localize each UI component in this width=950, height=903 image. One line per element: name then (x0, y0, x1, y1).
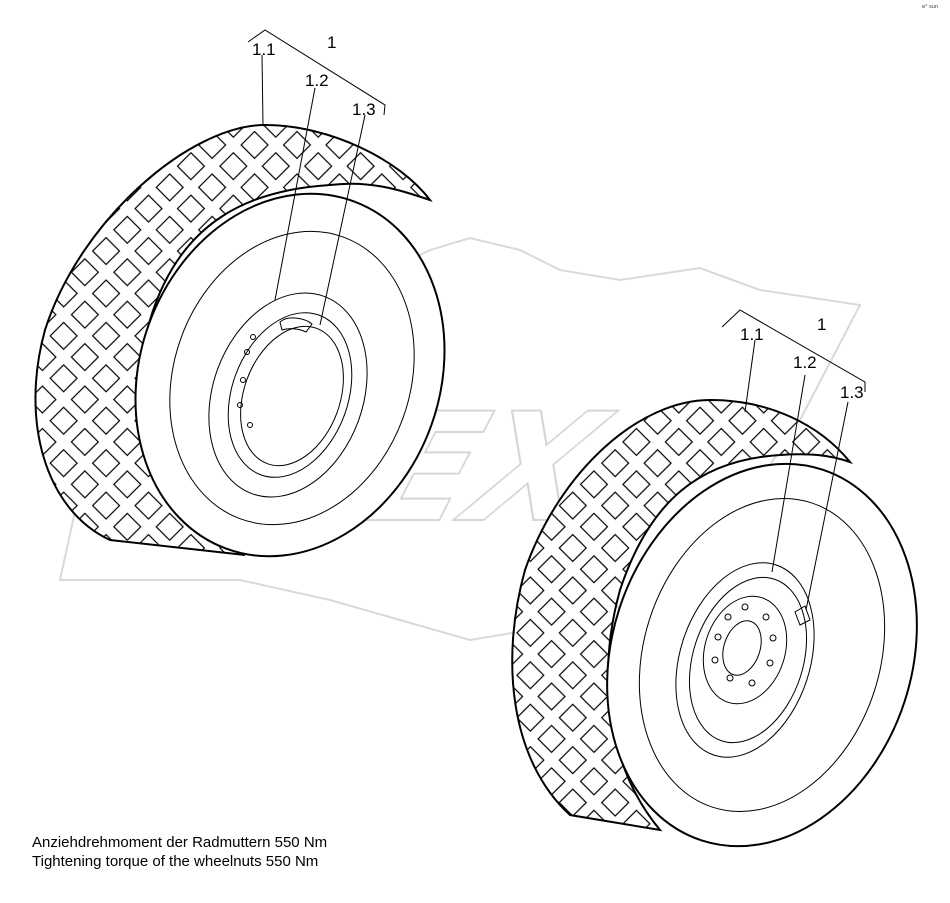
valve-right (794, 605, 811, 626)
rim-left (208, 292, 368, 498)
callout-valve-right: 1.3 (840, 383, 864, 402)
tread-pattern-right (512, 400, 850, 830)
callout-tire-left: 1.1 (252, 40, 276, 59)
corner-mark: e° sun (922, 4, 938, 10)
tire-sidewall-right (606, 462, 918, 848)
tread-pattern (35, 125, 430, 555)
wheel-right: 1 1.1 1.2 1.3 (511, 309, 918, 848)
callout-rim-left: 1.2 (305, 71, 329, 90)
wheel-left: 1 1.1 1.2 1.3 (34, 29, 446, 558)
callout-valve-left: 1.3 (352, 100, 376, 119)
valve-left (279, 317, 313, 333)
bolt-holes-left (237, 334, 256, 428)
callout-group-left: 1 (327, 33, 336, 52)
bolt-holes-right (711, 603, 777, 687)
rim-right (675, 562, 815, 758)
torque-note-de: Anziehdrehmoment der Radmuttern 550 Nm (32, 834, 328, 851)
tire-sidewall (134, 192, 446, 558)
callout-tire-right: 1.1 (740, 325, 764, 344)
callout-rim-right: 1.2 (793, 353, 817, 372)
callout-group-right: 1 (817, 315, 826, 334)
torque-note-en: Tightening torque of the wheelnuts 550 N… (32, 853, 319, 870)
